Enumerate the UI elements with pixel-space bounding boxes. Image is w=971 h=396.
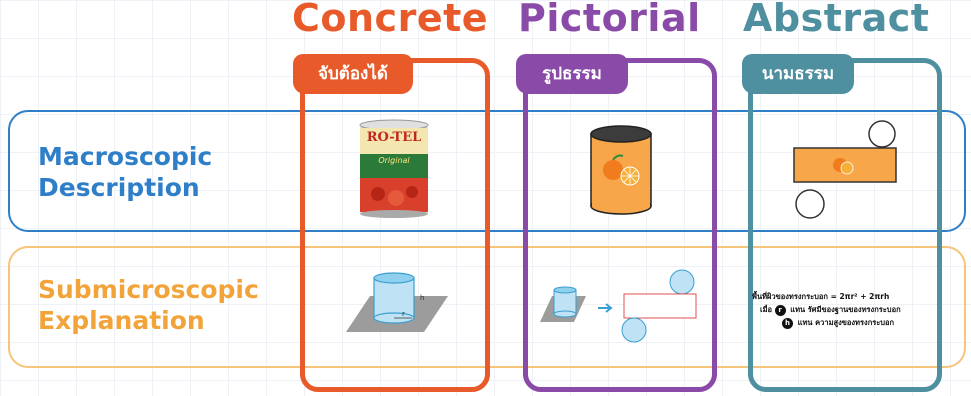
submicroscopic-label: Submicroscopic Explanation [38,274,259,336]
tomato-can-image: RO-TEL Original [358,118,430,220]
submicroscopic-label-line2: Explanation [38,306,205,335]
formula-r-definition: แทน รัศมีของฐานของทรงกระบอก [790,305,901,314]
pictorial-title: Pictorial [518,0,701,40]
formula-line-2: เมื่อ r แทน รัศมีของฐานของทรงกระบอก [752,303,952,316]
symbol-h-badge: h [782,317,793,329]
formula-line-1: พื้นที่ผิวของทรงกระบอก = 2πr² + 2πrh [752,292,890,301]
surface-area-formula: พื้นที่ผิวของทรงกระบอก = 2πr² + 2πrh เมื… [752,290,952,329]
formula-when-label: เมื่อ [760,305,773,314]
symbol-r-badge: r [774,304,786,316]
can-brand-label: RO-TEL [366,130,422,145]
concrete-title: Concrete [292,0,489,40]
formula-line-3: h แทน ความสูงของทรงกระบอก [752,316,952,329]
concrete-tab: จับต้องได้ [293,54,413,94]
formula-h-definition: แทน ความสูงของทรงกระบอก [797,318,895,327]
abstract-tab: นามธรรม [742,54,854,94]
can-subtitle-label: Original [378,156,410,165]
macroscopic-label: Macroscopic Description [38,141,212,203]
macroscopic-label-line1: Macroscopic [38,142,213,171]
submicroscopic-label-line1: Submicroscopic [38,275,259,304]
pictorial-tab: รูปธรรม [516,54,628,94]
abstract-column-frame [748,58,942,392]
abstract-title: Abstract [743,0,930,40]
cylinder-to-net-diagram [538,268,708,346]
cylinder-orange-drawing [588,124,654,216]
macroscopic-label-line2: Description [38,173,200,202]
cylinder-radius-label: r [402,310,405,318]
cylinder-height-label: h [420,294,425,302]
cylinder-net-drawing [790,120,900,222]
concrete-column-frame [300,58,490,392]
cylinder-3d-diagram: h r [344,266,450,334]
